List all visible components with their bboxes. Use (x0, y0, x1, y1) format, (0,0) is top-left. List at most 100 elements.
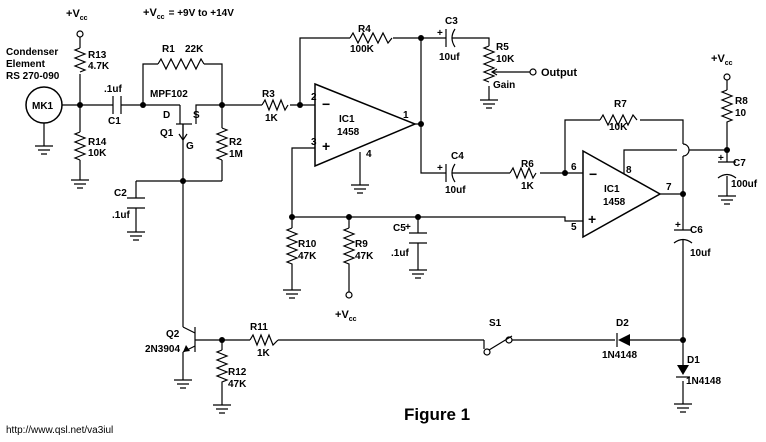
wire-q1-s-to-r3 (179, 104, 262, 114)
resistor-r1 (157, 57, 205, 71)
c1-value: .1uf (104, 84, 122, 95)
resistor-r3 (261, 98, 289, 112)
ground-r14 (71, 160, 89, 189)
wire-r12-ground (213, 340, 231, 414)
c6-plus: + (675, 220, 681, 231)
diodes (616, 333, 690, 378)
capacitor-c1 (112, 96, 122, 114)
capacitors (112, 28, 737, 244)
resistor-r7 (599, 113, 638, 127)
q1-pin-g: G (186, 141, 194, 152)
ground-mic (35, 123, 53, 155)
r13-ref: R13 (88, 50, 107, 61)
c3-ref: C3 (445, 16, 458, 27)
ic1b-pin5: 5 (571, 222, 577, 233)
c3-plus: + (437, 28, 443, 39)
figure-caption: Figure 1 (404, 405, 470, 424)
ic1b-pin6: 6 (571, 162, 577, 173)
junction-dot (724, 147, 730, 153)
resistor-r4 (349, 31, 393, 45)
c5-plus: + (405, 222, 411, 233)
resistor-r9 (342, 227, 356, 268)
junction-dot (219, 337, 225, 343)
c2-ref: C2 (114, 188, 127, 199)
junction-dot (680, 337, 686, 343)
resistor-r11 (249, 333, 279, 347)
junction-dot (289, 214, 295, 220)
r5-value: 10K (496, 54, 515, 65)
ic1a-pin2: 2 (311, 92, 317, 103)
resistor-r12 (215, 349, 229, 388)
d2-part: 1N4148 (602, 350, 637, 361)
junction-dot (346, 214, 352, 220)
vcc-label-r13: +Vcc (66, 8, 88, 22)
ic1a-pin3: 3 (311, 137, 317, 148)
wire-pin3-bias (291, 147, 315, 217)
r9-ref: R9 (355, 239, 368, 250)
junction-dot (140, 102, 146, 108)
r3-value: 1K (265, 113, 279, 124)
r5-wiper-arrow (490, 68, 500, 76)
opamps (314, 82, 662, 239)
r10-ref: R10 (298, 239, 317, 250)
r11-ref: R11 (250, 322, 268, 333)
diode-d2-body (618, 334, 630, 346)
r4-ref: R4 (358, 24, 371, 35)
ic1b-ref: IC1 (604, 184, 620, 195)
s1-blade (483, 335, 513, 351)
c7-plus: + (718, 153, 724, 164)
vcc-label-r8: +Vcc (711, 53, 733, 67)
resistor-r6 (509, 166, 537, 180)
c7-value: 100uf (731, 179, 758, 190)
r12-value: 47K (228, 379, 247, 390)
ic1a-ref: IC1 (339, 114, 355, 125)
q1-gate-arrow (178, 124, 188, 142)
r2-value: 1M (229, 149, 243, 160)
r1-value: 22K (185, 44, 204, 55)
d2-ref: D2 (616, 318, 629, 329)
ic1a-part: 1458 (337, 127, 360, 138)
c2-value: .1uf (112, 210, 130, 221)
q1-leads (179, 114, 197, 124)
ground-ic1a-pin4 (351, 152, 369, 194)
vcc-terminal-r13 (76, 30, 84, 38)
wire-c5-ground (409, 217, 427, 279)
c5-ref: C5 (393, 223, 406, 234)
capacitor-c4-curve (451, 163, 456, 183)
d1-ref: D1 (687, 355, 700, 366)
vcc-terminals (76, 30, 731, 299)
r5-ref: R5 (496, 42, 509, 53)
resistor-r13 (73, 47, 87, 73)
ic1b-minus: − (589, 166, 597, 182)
wire-jumper (682, 143, 690, 157)
diode-d1-body (677, 365, 689, 375)
wire-pin8-vcc (623, 128, 728, 170)
junction-dot (418, 35, 424, 41)
r9-value: 47K (355, 251, 374, 262)
mic-ref: MK1 (32, 101, 54, 112)
r2-ref: R2 (229, 137, 242, 148)
c4-plus: + (437, 163, 443, 174)
ic1a-plus: + (322, 138, 330, 154)
opamp-ic1b (582, 149, 662, 239)
ic1a-pin4: 4 (366, 149, 372, 160)
output-label: Output (541, 67, 577, 79)
r4-value: 100K (350, 44, 375, 55)
r12-ref: R12 (228, 367, 247, 378)
r8-ref: R8 (735, 96, 748, 107)
r1-ref: R1 (162, 44, 175, 55)
wire-r10-ground (283, 217, 301, 299)
ic1a-minus: − (322, 96, 330, 112)
junction-dot (680, 191, 686, 197)
c7-ref: C7 (733, 158, 746, 169)
r11-value: 1K (257, 348, 271, 359)
c1-ref: C1 (108, 116, 121, 127)
wire-bias-to-pin5 (292, 216, 583, 222)
ic1a-pin1: 1 (403, 110, 409, 121)
ic1b-plus: + (588, 211, 596, 227)
wire-c2-ground (127, 181, 145, 241)
ic1b-pin8: 8 (626, 165, 632, 176)
r6-value: 1K (521, 181, 535, 192)
r8-value: 10 (735, 108, 747, 119)
footer-url: http://www.qsl.net/va3iul (6, 425, 113, 436)
